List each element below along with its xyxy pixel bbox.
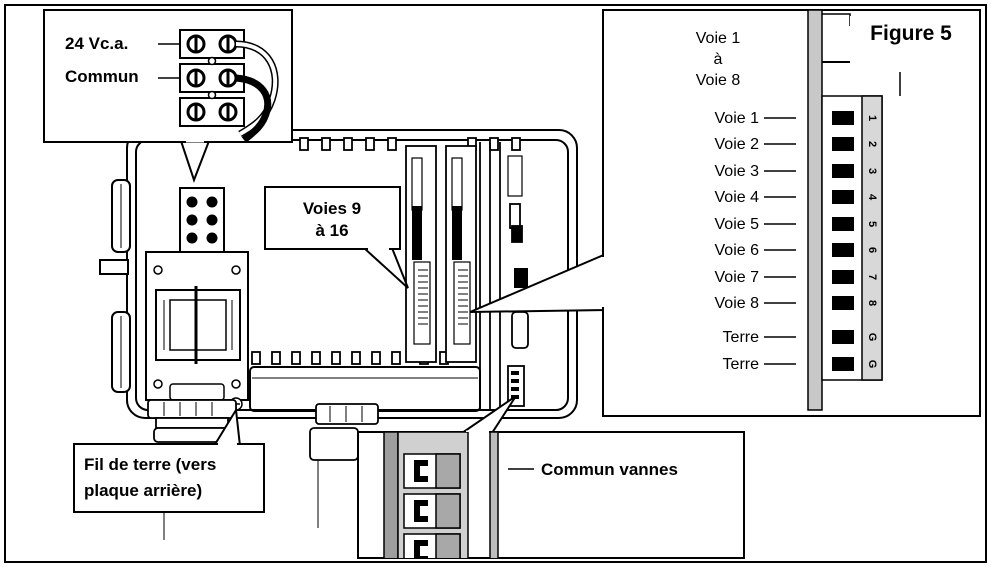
terminal-screw — [832, 296, 854, 310]
terminal-row: Voie 4 4 — [715, 189, 878, 206]
terminal-pin-label: 4 — [866, 194, 878, 201]
header-line1: Voie 1 — [696, 30, 741, 47]
ground-callout: Fil de terre (vers plaque arrière) — [73, 406, 265, 513]
stations-label-line1: Voies 9 — [303, 199, 361, 218]
terminal-label: Voie 6 — [715, 242, 760, 259]
stations-callout: Voies 9 à 16 — [264, 186, 409, 289]
stations-label-line2: à 16 — [315, 221, 348, 240]
terminal-label: Terre — [723, 329, 760, 346]
ground-label-line1: Fil de terre (vers — [84, 455, 216, 474]
outer-frame — [4, 4, 987, 563]
header-line2: à — [714, 51, 723, 68]
terminal-pin-label: 3 — [866, 168, 878, 174]
terminal-row: Voie 7 7 — [715, 269, 878, 286]
terminal-screw — [832, 357, 854, 371]
terminal-label: Voie 4 — [715, 189, 760, 206]
terminal-pin-label: G — [866, 333, 878, 342]
terminal-screw — [832, 243, 854, 257]
terminal-pin-label: 8 — [866, 300, 878, 306]
label-common: Commun — [65, 67, 139, 86]
power-callout: 24 Vc.a. Commun — [43, 9, 293, 183]
terminal-screw — [832, 111, 854, 125]
terminal-screw — [832, 137, 854, 151]
terminal-label: Voie 2 — [715, 136, 760, 153]
terminal-screw — [832, 164, 854, 178]
terminal-callout: Figure 5 Voie 1 à Voie 8 Voie 1 1 Voie 2… — [469, 9, 981, 417]
power-terminal-block — [179, 187, 225, 253]
transformer — [145, 251, 249, 411]
label-24v: 24 Vc.a. — [65, 34, 128, 53]
terminal-label: Voie 3 — [715, 163, 760, 180]
terminal-row: Voie 5 5 — [715, 216, 878, 233]
power-terminal-strip — [179, 29, 245, 127]
terminal-screw — [832, 217, 854, 231]
wire-common — [235, 74, 271, 142]
ground-label-line2: plaque arrière) — [84, 481, 202, 500]
terminal-row: Terre G — [723, 329, 878, 346]
terminal-pin-label: 7 — [866, 274, 878, 280]
terminal-pin-label: 5 — [866, 221, 878, 227]
terminal-pin-label: G — [866, 360, 878, 369]
station-modules — [405, 142, 529, 410]
header-line3: Voie 8 — [696, 72, 741, 89]
terminal-label: Voie 8 — [715, 295, 760, 312]
terminal-strip-frame — [807, 9, 823, 411]
valve-callout: Commun vannes — [357, 395, 745, 559]
valve-common-label: Commun vannes — [541, 460, 678, 479]
terminal-label: Voie 1 — [715, 110, 760, 127]
terminal-screw — [832, 190, 854, 204]
terminal-row: Voie 3 3 — [715, 163, 878, 180]
terminal-pin-label: 2 — [866, 141, 878, 147]
terminal-pin-label: 6 — [866, 247, 878, 253]
terminal-row: Voie 6 6 — [715, 242, 878, 259]
figure-label: Figure 5 — [870, 22, 952, 45]
terminal-screw — [832, 330, 854, 344]
terminal-pin-label: 1 — [866, 115, 878, 121]
terminal-label: Voie 7 — [715, 269, 760, 286]
wire-24v-core — [235, 42, 278, 136]
valve-terminal-strip — [383, 432, 499, 558]
terminal-row: Terre G — [723, 356, 878, 373]
terminal-row: Voie 2 2 — [715, 136, 878, 153]
terminal-label: Voie 5 — [715, 216, 760, 233]
terminal-row: Voie 1 1 — [715, 110, 878, 127]
terminal-screw — [832, 270, 854, 284]
terminal-label: Terre — [723, 356, 760, 373]
terminal-row: Voie 8 8 — [715, 295, 878, 312]
